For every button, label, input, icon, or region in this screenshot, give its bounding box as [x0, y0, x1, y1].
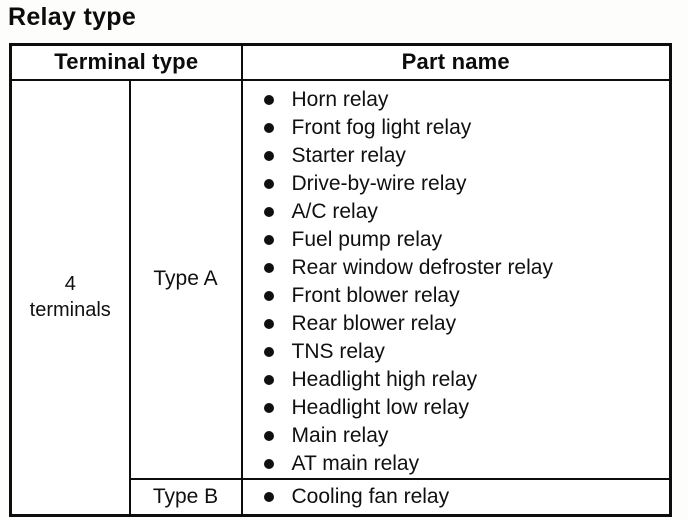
relay-type-table: Terminal type Part name 4 terminals Type…: [9, 43, 673, 517]
bullet-icon: [263, 206, 274, 217]
page-title: Relay type: [8, 3, 137, 31]
bullet-icon: [263, 150, 274, 161]
part-list-type-b: Cooling fan relay: [243, 483, 670, 511]
parts-cell-type-b: Cooling fan relay: [240, 477, 672, 517]
bullet-icon: [263, 402, 274, 413]
header-terminal-type: Terminal type: [9, 43, 243, 81]
part-list-item: Rear blower relay: [243, 310, 670, 338]
bullet-icon: [263, 262, 274, 273]
type-b-cell: Type B: [128, 477, 243, 517]
bullet-icon: [263, 178, 274, 189]
part-name-text: Headlight low relay: [291, 395, 469, 419]
part-name-text: Cooling fan relay: [291, 484, 450, 508]
table-row-type-b: Type B Cooling fan relay: [11, 477, 672, 517]
part-list-item: Fuel pump relay: [243, 226, 670, 254]
part-name-text: Starter relay: [291, 143, 406, 167]
part-name-text: TNS relay: [291, 339, 385, 363]
bullet-icon: [263, 318, 274, 329]
part-list-item: Cooling fan relay: [243, 483, 670, 511]
part-name-text: A/C relay: [291, 199, 378, 223]
part-list-item: Horn relay: [243, 86, 670, 114]
part-list-item: Drive-by-wire relay: [243, 170, 670, 198]
bullet-icon: [263, 122, 274, 133]
part-name-text: Headlight high relay: [291, 367, 478, 391]
part-name-text: Fuel pump relay: [291, 227, 443, 251]
part-list-item: Main relay: [243, 422, 670, 450]
part-list-item: Starter relay: [243, 142, 670, 170]
bullet-icon: [263, 234, 274, 245]
bullet-icon: [263, 458, 274, 469]
part-list-item: AT main relay: [243, 450, 670, 478]
table-header-row: Terminal type Part name: [9, 43, 672, 81]
part-name-text: Front blower relay: [291, 283, 460, 307]
part-name-text: Horn relay: [291, 87, 389, 111]
bullet-icon: [263, 346, 274, 357]
terminal-count-cell: 4 terminals: [9, 78, 131, 517]
part-name-text: Rear window defroster relay: [291, 255, 553, 279]
part-list-item: Headlight low relay: [243, 394, 670, 422]
part-name-text: Main relay: [291, 423, 389, 447]
part-list-item: Front blower relay: [243, 282, 670, 310]
type-a-cell: Type A: [128, 78, 243, 480]
part-name-text: Drive-by-wire relay: [291, 171, 467, 195]
part-name-text: AT main relay: [291, 451, 420, 475]
bullet-icon: [263, 94, 274, 105]
part-list-item: Headlight high relay: [243, 366, 670, 394]
bullet-icon: [263, 374, 274, 385]
part-name-text: Rear blower relay: [291, 311, 457, 335]
bullet-icon: [263, 491, 274, 502]
part-list-item: TNS relay: [243, 338, 670, 366]
bullet-icon: [263, 430, 274, 441]
part-list-item: Front fog light relay: [243, 114, 670, 142]
part-name-text: Front fog light relay: [291, 115, 472, 139]
part-list-item: A/C relay: [243, 198, 670, 226]
part-list-item: Rear window defroster relay: [243, 254, 670, 282]
header-part-name: Part name: [240, 43, 672, 81]
bullet-icon: [263, 290, 274, 301]
